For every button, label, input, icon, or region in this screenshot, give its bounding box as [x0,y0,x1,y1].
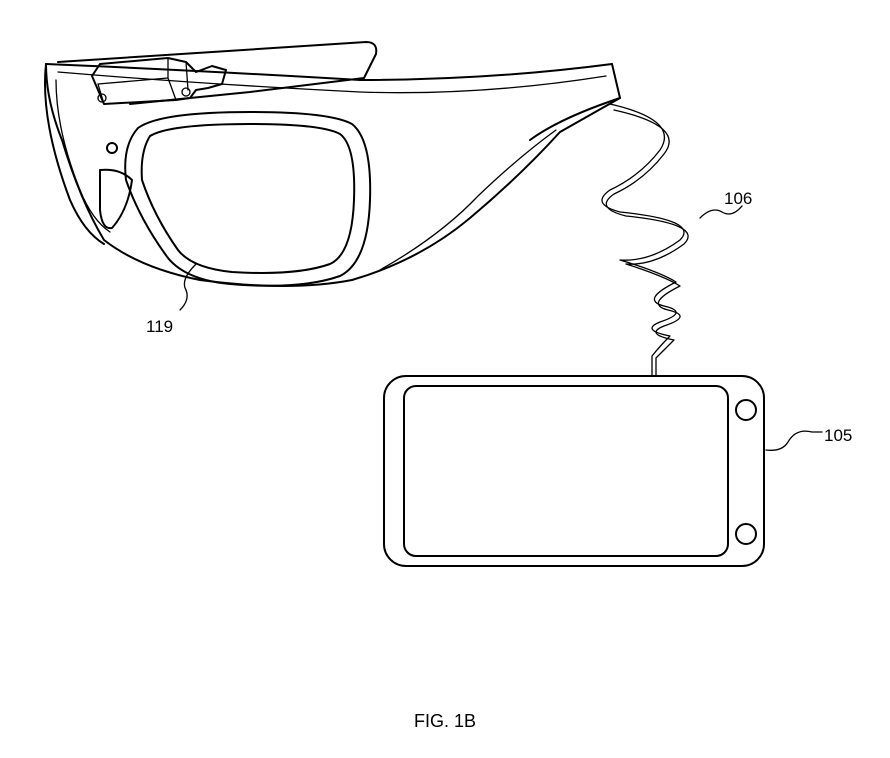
glasses-lens-rim [124,111,372,287]
glasses-lens [140,123,356,274]
device-screen [403,385,729,557]
glasses-sensor-module [91,57,227,105]
glasses-drawing [44,41,621,287]
label-cable-106: 106 [724,189,752,208]
label-device-105: 105 [824,426,852,445]
label-lens-119: 119 [146,317,173,336]
glasses-temple-end [529,63,621,141]
glasses-hinge-screw [106,142,118,154]
glasses-brow [45,63,613,81]
leader-cable [699,205,743,219]
device-button-top[interactable] [735,399,757,421]
glasses-temple-arm [57,41,378,105]
leader-lens [179,263,197,311]
leader-device [765,430,823,451]
glasses-side-body [45,63,621,287]
glasses-sensor-lens-a [97,93,107,103]
device-button-bottom[interactable] [735,523,757,545]
figure-caption: FIG. 1B [414,711,476,731]
glasses-brow-inner [57,71,607,94]
glasses-front-edge [44,63,105,245]
handheld-device [383,375,765,567]
glasses-side-inner [379,129,557,271]
glasses-front-inner [55,79,111,233]
device-body [383,375,765,567]
coiled-cable [601,103,685,377]
glasses-nose-cut [99,168,133,230]
glasses-sensor-lens-b [181,87,191,97]
coiled-cable-second [605,109,689,377]
